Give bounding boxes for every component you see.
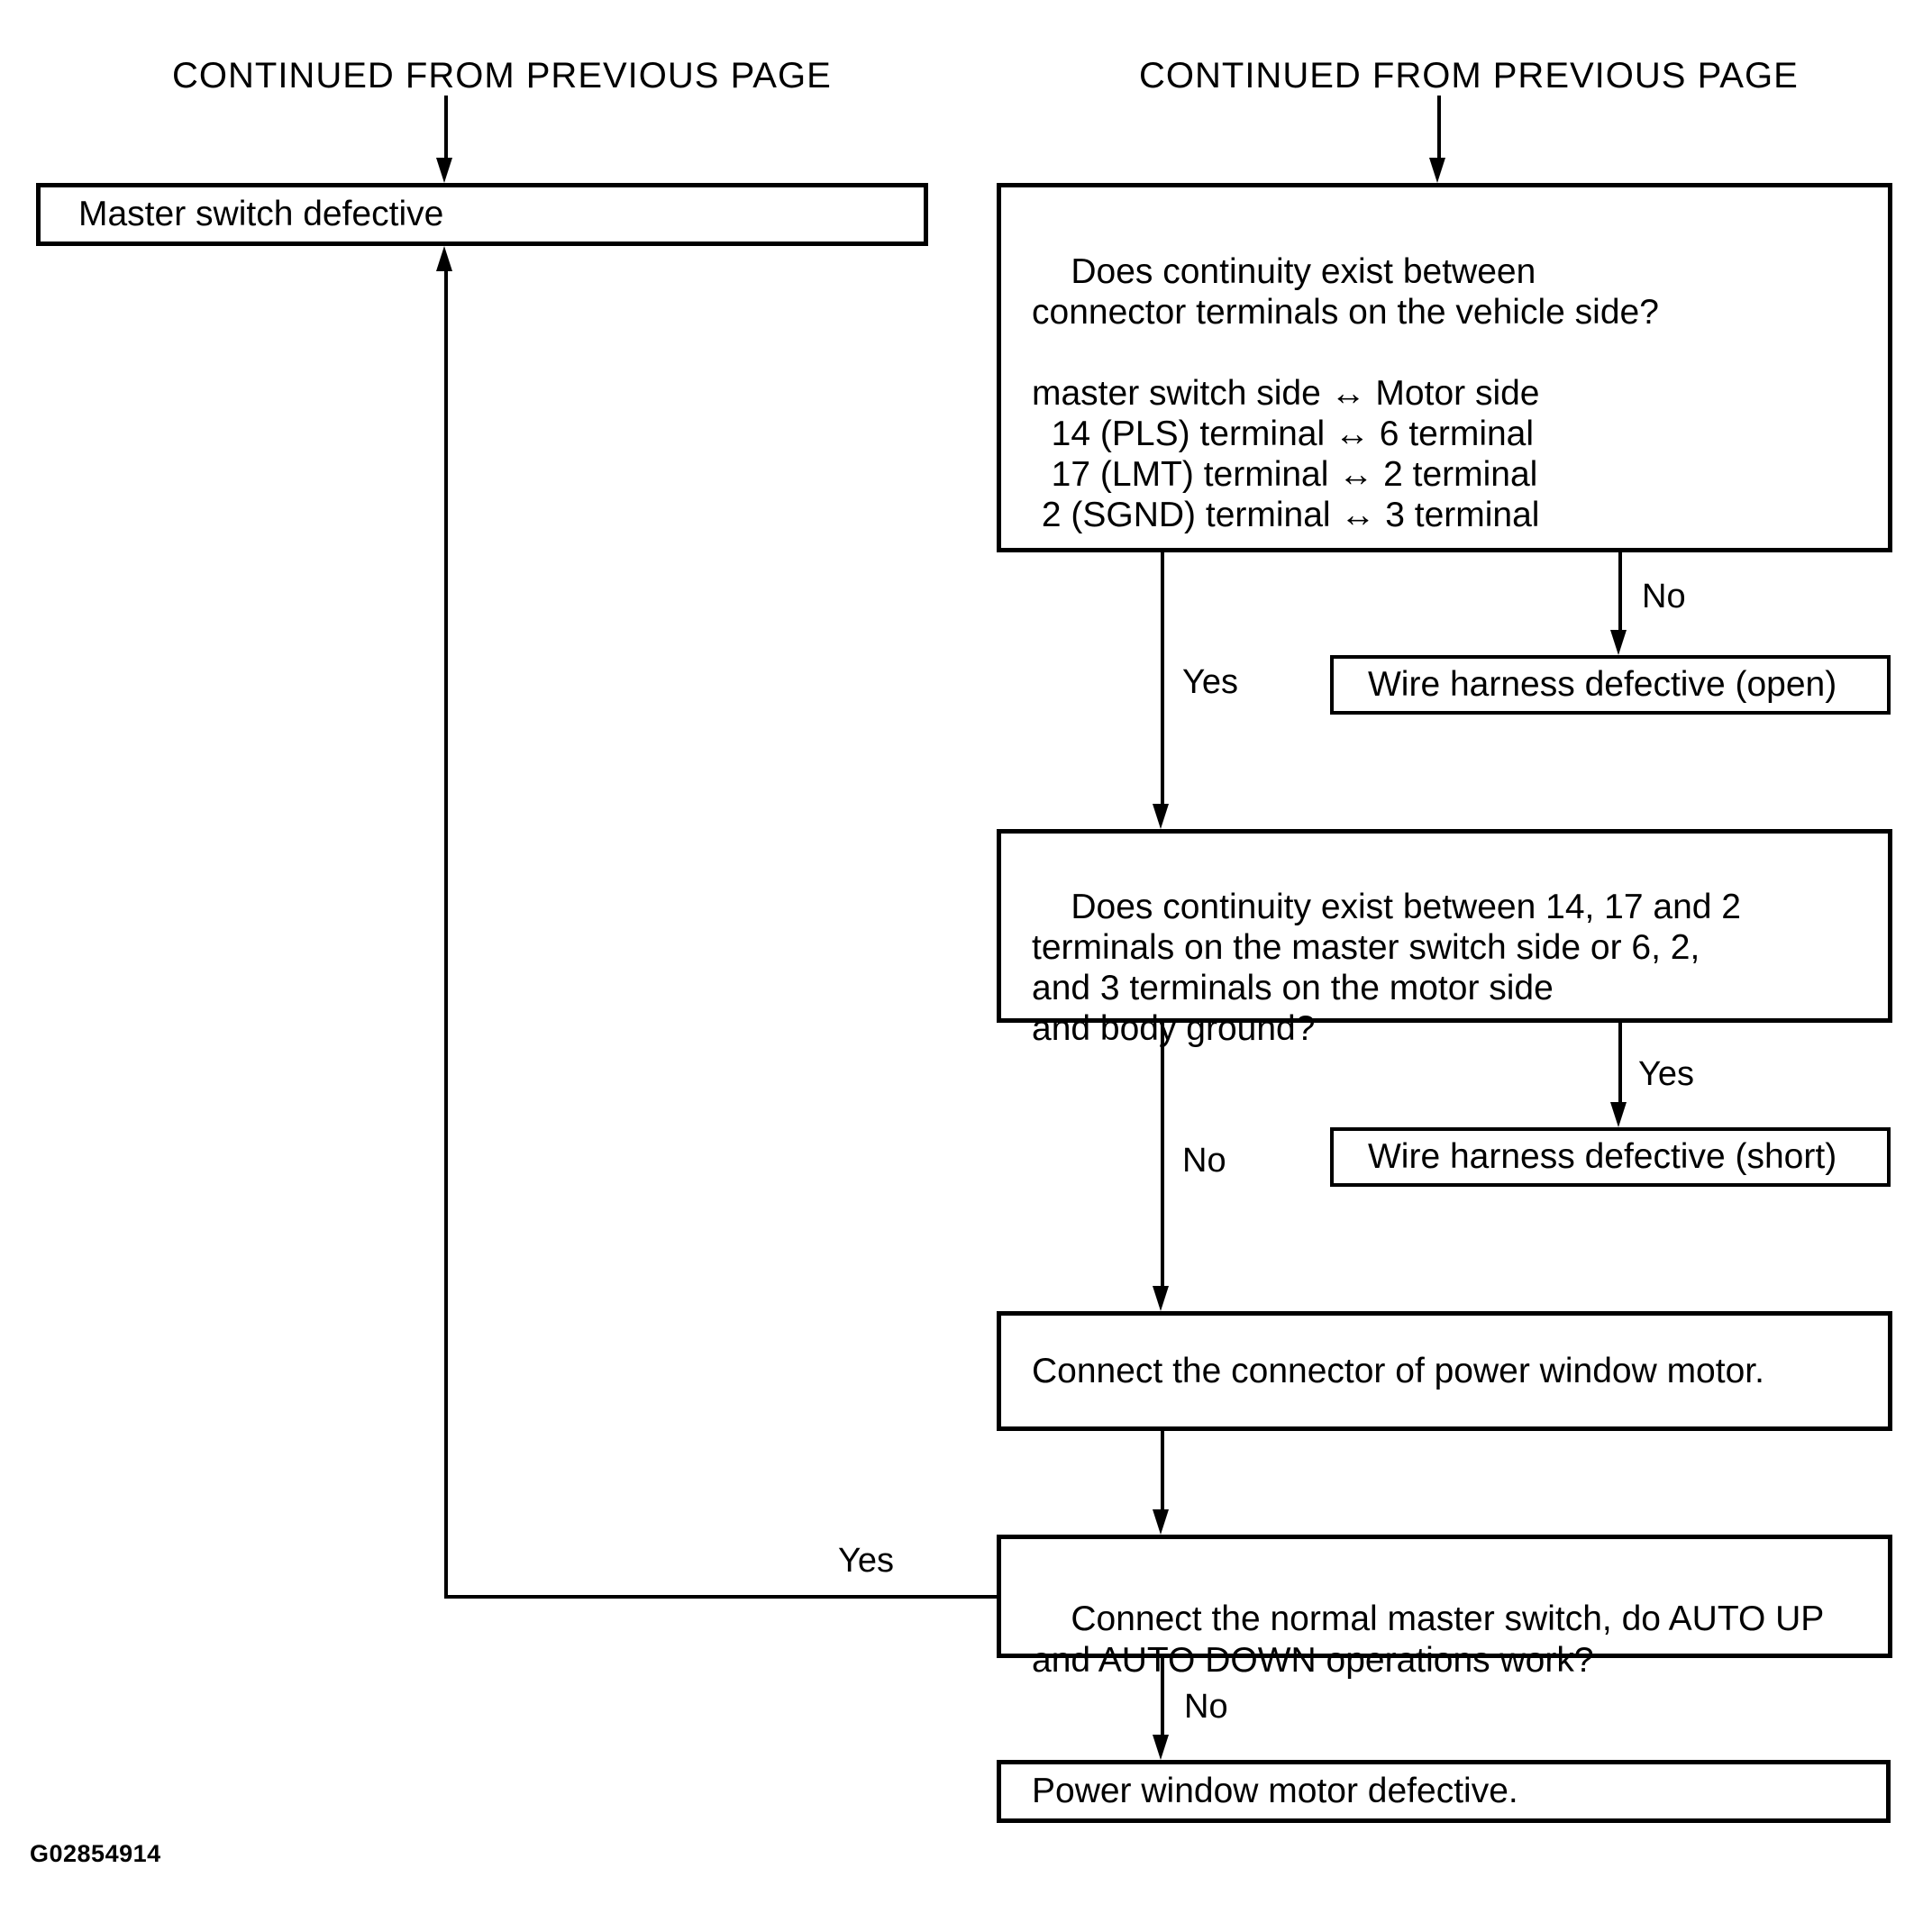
label-no-ground: No [1182, 1142, 1226, 1180]
arrowhead-to-normal-master [1153, 1509, 1169, 1535]
box-master-switch-defective: Master switch defective [36, 183, 928, 246]
arrow-line-entry-left [444, 96, 448, 164]
branch-line-ground-no [1161, 1023, 1164, 1288]
branch-line-vehicle-yes [1161, 552, 1164, 806]
label-no-vehicle: No [1642, 578, 1686, 615]
arrow-line-entry-right [1437, 96, 1441, 164]
box-connect-normal-master-switch-text: Connect the normal master switch, do AUT… [1032, 1599, 1825, 1680]
arrowhead-vehicle-no [1610, 630, 1627, 655]
branch-line-ground-yes [1618, 1023, 1622, 1103]
box-continuity-vehicle-side-text: Does continuity exist between connector … [1032, 252, 1659, 534]
continued-from-previous-page-right: CONTINUED FROM PREVIOUS PAGE [1139, 56, 1799, 96]
arrowhead-entry-left [436, 158, 452, 183]
figure-code: G02854914 [30, 1840, 161, 1867]
label-yes-vehicle: Yes [1182, 663, 1238, 701]
arrowhead-ground-no [1153, 1286, 1169, 1311]
box-continuity-vehicle-side: Does continuity exist between connector … [997, 183, 1892, 552]
box-continuity-body-ground: Does continuity exist between 14, 17 and… [997, 829, 1892, 1048]
box-continuity-body-ground-text: Does continuity exist between 14, 17 and… [1032, 888, 1741, 1048]
box-wire-harness-open: Wire harness defective (open) [1330, 655, 1891, 715]
continued-from-previous-page-left: CONTINUED FROM PREVIOUS PAGE [172, 56, 832, 96]
box-power-window-motor-defective: Power window motor defective. [997, 1760, 1891, 1823]
branch-line-normal-master-no [1161, 1658, 1164, 1736]
label-no-normal-master: No [1184, 1688, 1228, 1726]
arrowhead-ground-yes [1610, 1102, 1627, 1127]
box-wire-harness-short: Wire harness defective (short) [1330, 1127, 1891, 1187]
arrowhead-normal-master-no [1153, 1735, 1169, 1760]
box-connect-connector: Connect the connector of power window mo… [997, 1311, 1892, 1431]
arrowhead-entry-right [1429, 158, 1445, 183]
box-wire-harness-open-text: Wire harness defective (open) [1368, 665, 1837, 704]
arrowhead-feedback-up [436, 246, 452, 271]
box-connect-normal-master-switch: Connect the normal master switch, do AUT… [997, 1535, 1892, 1680]
box-connect-connector-text: Connect the connector of power window mo… [1032, 1351, 1764, 1390]
feedback-line-horizontal [444, 1595, 998, 1599]
label-yes-ground: Yes [1638, 1055, 1694, 1093]
label-yes-normal-master: Yes [838, 1542, 894, 1580]
box-master-switch-defective-text: Master switch defective [78, 195, 444, 233]
box-wire-harness-short-text: Wire harness defective (short) [1368, 1137, 1837, 1176]
branch-line-vehicle-no [1618, 552, 1622, 632]
feedback-line-vertical [444, 266, 448, 1599]
connector-line-to-normal-master [1161, 1431, 1164, 1510]
arrowhead-vehicle-yes [1153, 804, 1169, 829]
box-power-window-motor-defective-text: Power window motor defective. [1032, 1772, 1518, 1810]
